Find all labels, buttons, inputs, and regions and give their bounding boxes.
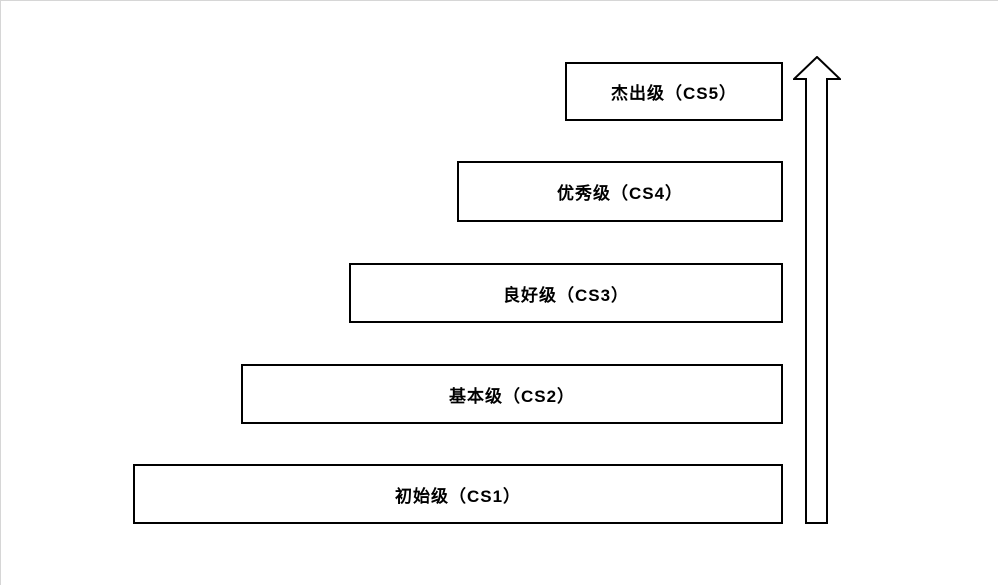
level-box-cs3: 良好级（CS3） <box>349 263 783 323</box>
level-label-cs2: 基本级（CS2） <box>448 386 576 406</box>
level-label-cs5: 杰出级（CS5） <box>610 84 738 103</box>
level-box-cs1: 初始级（CS1） <box>133 464 783 524</box>
level-label-cs1: 初始级（CS1） <box>394 486 522 506</box>
level-box-cs4: 优秀级（CS4） <box>457 161 783 222</box>
up-arrow-icon <box>793 56 841 524</box>
level-label-cs4: 优秀级（CS4） <box>556 184 684 203</box>
level-box-cs5: 杰出级（CS5） <box>565 62 783 121</box>
level-box-cs2: 基本级（CS2） <box>241 364 783 424</box>
level-label-cs3: 良好级（CS3） <box>502 285 630 305</box>
